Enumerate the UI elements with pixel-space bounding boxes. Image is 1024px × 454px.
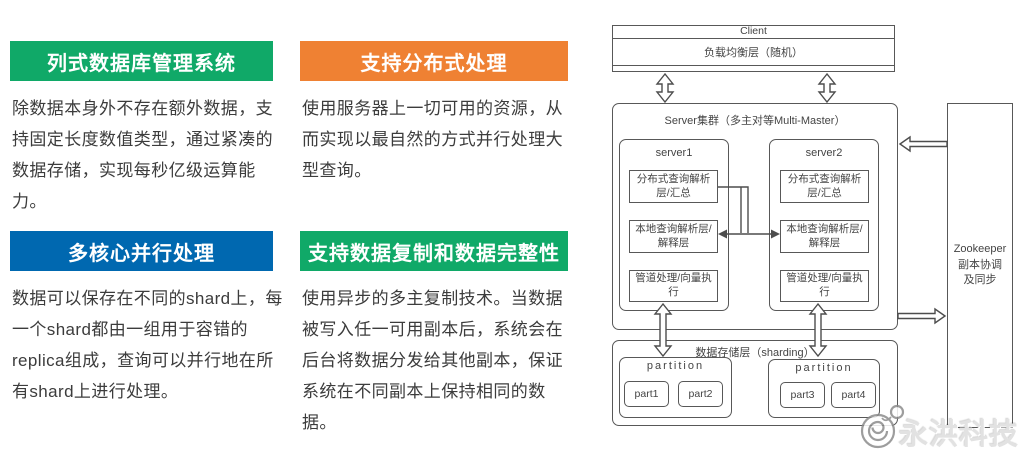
part2-box: part2 bbox=[678, 381, 723, 407]
text-line: 有shard上进行处理。 bbox=[12, 382, 179, 401]
text-line: 一个shard都由一组用于容错的 bbox=[12, 320, 248, 339]
client-label: Client bbox=[613, 26, 894, 39]
partition1-label: partition bbox=[646, 360, 705, 372]
feature-3-title: 多核心并行处理 bbox=[10, 231, 273, 271]
feature-1-title: 列式数据库管理系统 bbox=[10, 41, 273, 81]
text-line: replica组成，查询可以并行地在所 bbox=[12, 351, 274, 370]
feature-2-description: 使用服务器上一切可用的资源，从 而实现以最自然的方式并行处理大 型查询。 bbox=[302, 93, 580, 186]
server1-label: server1 bbox=[655, 147, 693, 159]
text-line: 除数据本身外不存在额外数据，支 bbox=[12, 99, 273, 118]
server2-local-query-layer: 本地查询解析层/解释层 bbox=[780, 220, 869, 253]
feature-4-description: 使用异步的多主复制技术。当数据 被写入任一可用副本后，系统会在 后台将数据分发给… bbox=[302, 283, 580, 438]
part1-box: part1 bbox=[624, 381, 669, 407]
text-line: 使用服务器上一切可用的资源，从 bbox=[302, 99, 563, 118]
part4-box: part4 bbox=[831, 382, 876, 408]
client-box: Client 负载均衡层（随机） bbox=[612, 25, 895, 72]
client-footer-strip bbox=[613, 65, 894, 71]
text-line: 后台将数据分发给其他副本，保证 bbox=[302, 351, 563, 370]
server1-distributed-query-layer: 分布式查询解析层/汇总 bbox=[629, 170, 718, 203]
part3-box: part3 bbox=[780, 382, 825, 408]
text-line: 型查询。 bbox=[302, 161, 372, 180]
server1-pipeline-layer: 管道处理/向量执行 bbox=[629, 270, 718, 302]
text-line: 系统在不同副本上保持相同的数据。 bbox=[302, 382, 546, 432]
zookeeper-box: Zookeeper 副本协调 及同步 bbox=[947, 103, 1013, 428]
server2-label: server2 bbox=[805, 147, 843, 159]
zookeeper-role-line2: 及同步 bbox=[963, 274, 997, 287]
text-line: 数据存储，实现每秒亿级运算能力。 bbox=[12, 161, 256, 211]
storage-layer-label: 数据存储层（sharding） bbox=[695, 347, 815, 359]
zookeeper-label: Zookeeper bbox=[953, 242, 1007, 255]
text-line: 持固定长度数值类型，通过紧凑的 bbox=[12, 130, 273, 149]
text-line: 使用异步的多主复制技术。当数据 bbox=[302, 289, 563, 308]
feature-3-description: 数据可以保存在不同的shard上，每 一个shard都由一组用于容错的 repl… bbox=[12, 283, 290, 407]
text-line: 而实现以最自然的方式并行处理大 bbox=[302, 130, 563, 149]
server-cluster-label: Server集群（多主对等Multi-Master） bbox=[664, 115, 846, 127]
feature-1-description: 除数据本身外不存在额外数据，支 持固定长度数值类型，通过紧凑的 数据存储，实现每… bbox=[12, 93, 290, 217]
text-line: 被写入任一可用副本后，系统会在 bbox=[302, 320, 563, 339]
watermark-text: 永洪科技 bbox=[899, 419, 1020, 451]
partition2-label: partition bbox=[795, 362, 853, 374]
server2-pipeline-layer: 管道处理/向量执行 bbox=[780, 270, 869, 302]
zookeeper-role-line1: 副本协调 bbox=[958, 258, 1002, 271]
text-line: 数据可以保存在不同的shard上，每 bbox=[12, 289, 283, 308]
server1-local-query-layer: 本地查询解析层/解释层 bbox=[629, 220, 718, 253]
server2-distributed-query-layer: 分布式查询解析层/汇总 bbox=[780, 170, 869, 203]
feature-2-title: 支持分布式处理 bbox=[300, 41, 568, 81]
feature-4-title: 支持数据复制和数据完整性 bbox=[300, 231, 568, 271]
load-balancer-label: 负载均衡层（随机） bbox=[704, 47, 803, 59]
